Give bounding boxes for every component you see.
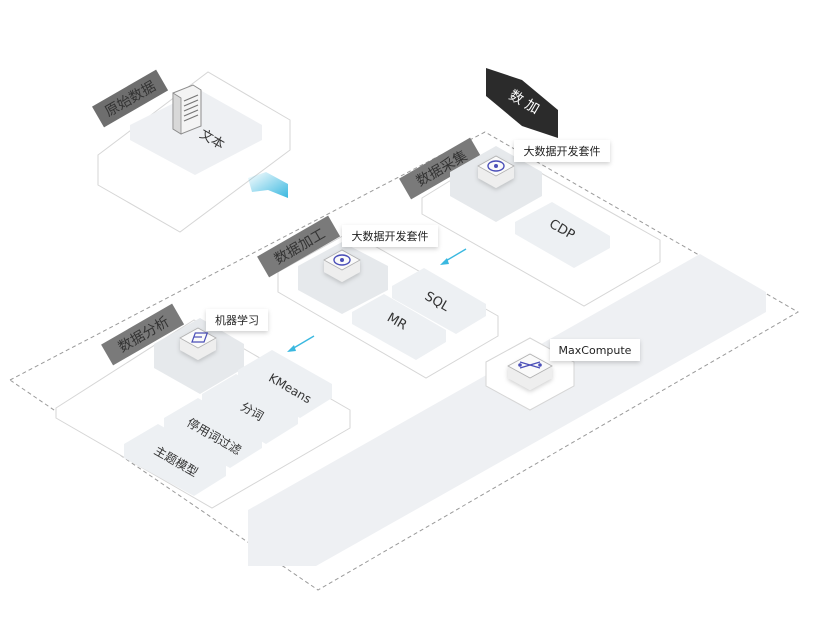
segmentation-tile: [202, 374, 298, 444]
flow-arrow-main: [248, 172, 288, 198]
storage-lane: [248, 254, 766, 566]
platform-boundary: [9, 131, 800, 591]
stopword-tile: [164, 398, 262, 468]
flow-arrow-2: [291, 335, 315, 350]
analysis-panel: 数据分析 KMeans 分词 停用词过滤 主题模型 机器学习: [55, 303, 351, 509]
process-callout: [342, 225, 438, 247]
dev-suite-icon: [477, 155, 515, 188]
cdp-tile: [515, 202, 610, 268]
mr-tile: [352, 294, 446, 360]
storage-callout-text: MaxCompute: [559, 344, 632, 357]
flow-arrow-1: [443, 248, 467, 263]
platform-tag: 数 加: [486, 68, 558, 138]
analysis-callout-text: 机器学习: [215, 313, 259, 327]
process-callout-text: 大数据开发套件: [352, 229, 429, 243]
document-icon: [172, 84, 202, 135]
sql-tile: [392, 268, 486, 334]
storage-node: MaxCompute: [485, 337, 640, 411]
storage-callout: [550, 339, 640, 361]
collect-callout: [514, 140, 610, 162]
collect-callout-text: 大数据开发套件: [524, 144, 601, 158]
topic-model-tile: [124, 424, 226, 496]
machine-learning-icon: [179, 327, 217, 360]
process-panel: 数据加工 SQL MR 大数据开发套件: [257, 215, 499, 379]
kmeans-tile: [238, 350, 332, 418]
collect-panel: 数据采集 CDP 大数据开发套件: [399, 137, 661, 307]
analysis-callout: [206, 309, 268, 331]
maxcompute-icon: [507, 353, 553, 390]
dev-suite-icon: [323, 249, 361, 282]
source-panel: 原始数据 文本: [92, 69, 291, 233]
